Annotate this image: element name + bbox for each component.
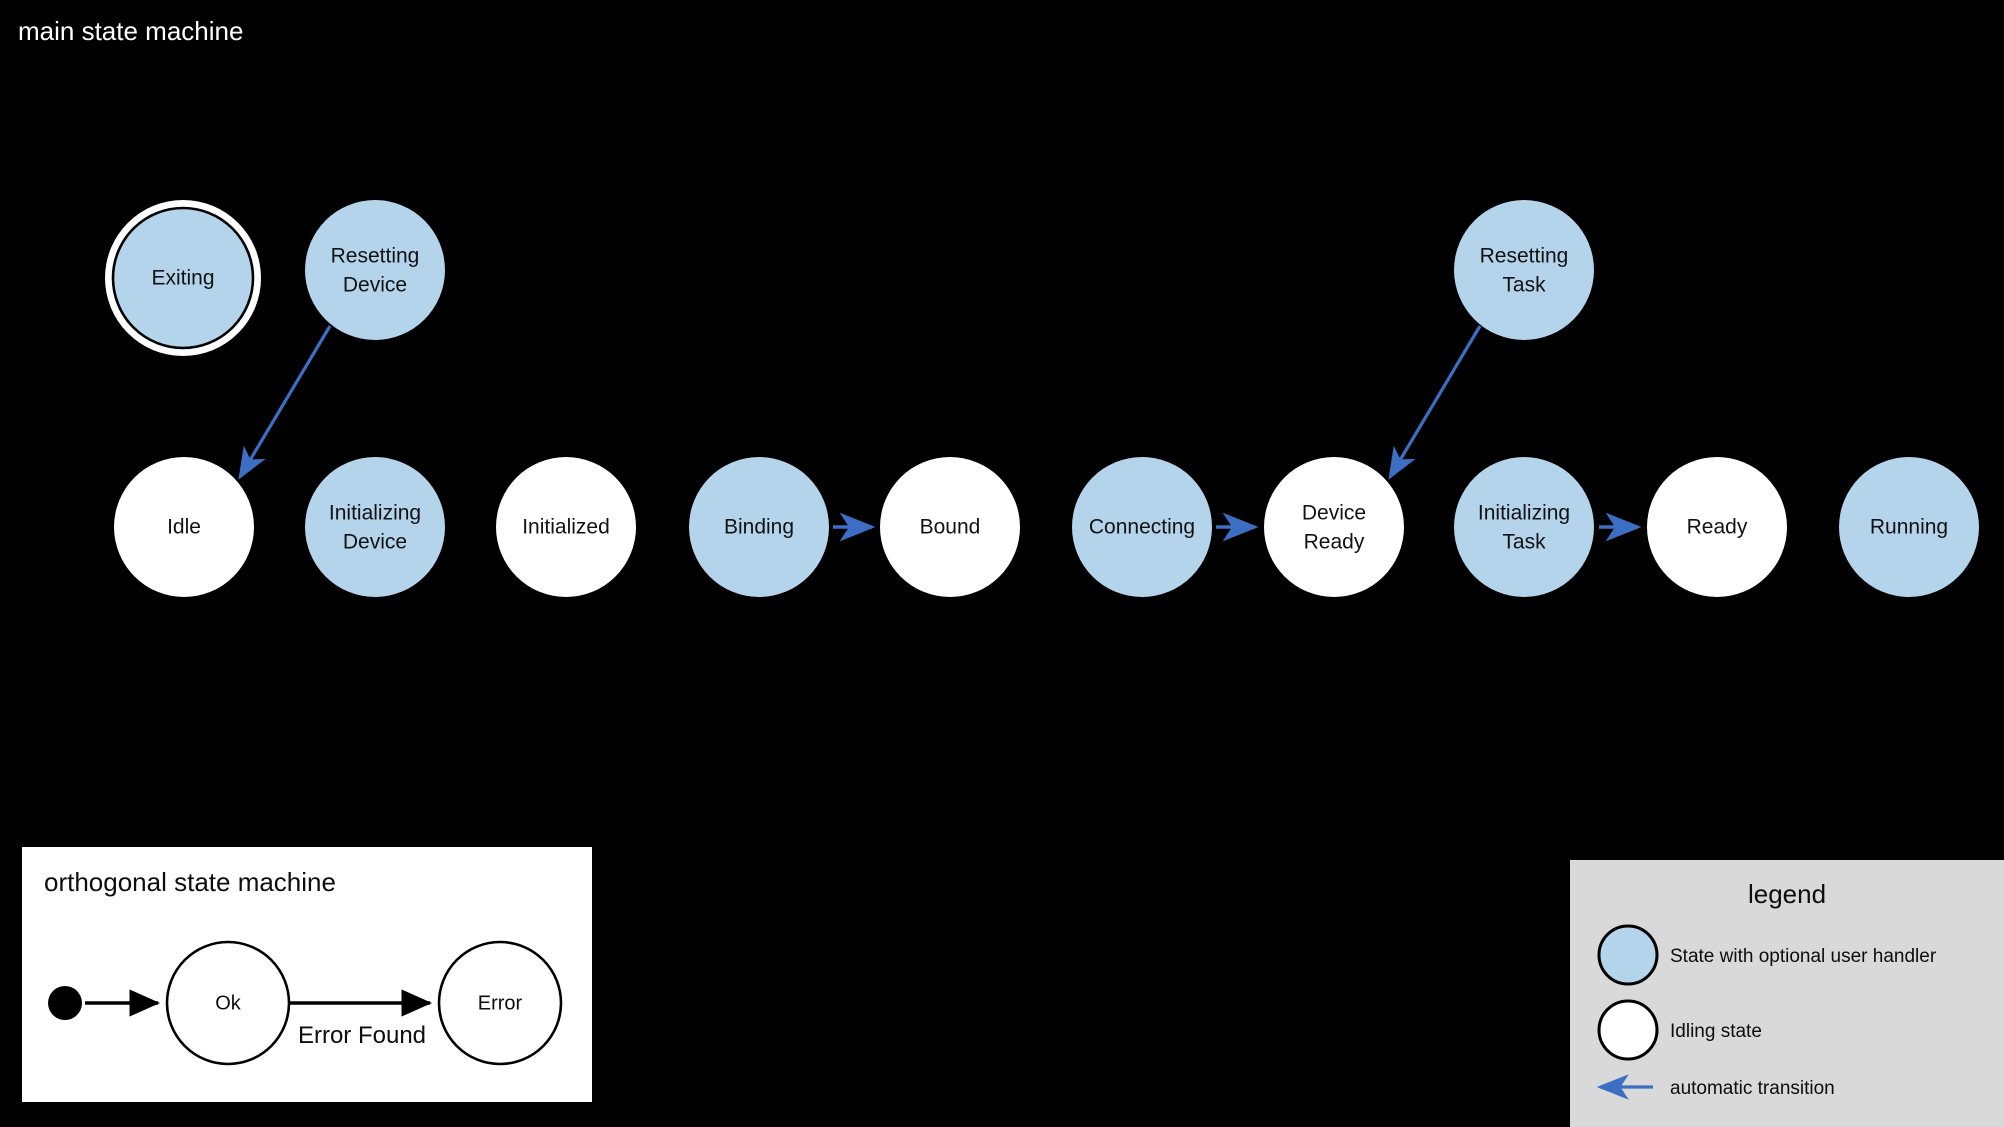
resetting-device-circle xyxy=(305,200,445,340)
initializing-task-circle xyxy=(1454,457,1594,597)
legend-title: legend xyxy=(1748,879,1826,909)
state-label-bound: Bound xyxy=(920,516,981,539)
state-label-binding: Binding xyxy=(724,516,794,539)
legend-label-idling-state: Idling state xyxy=(1670,1021,1762,1042)
exiting-inner-circle xyxy=(111,206,255,350)
legend-label-handler-state: State with optional user handler xyxy=(1670,946,1937,967)
ortho-edge-label-error-found: Error Found xyxy=(298,1022,426,1049)
error-circle xyxy=(437,940,563,1066)
legend-idling-state-circle-icon xyxy=(1597,999,1659,1061)
ready-circle xyxy=(1647,457,1787,597)
state-label-resetting-device-line1: Resetting xyxy=(331,245,420,268)
state-label-initializing-device-line2: Device xyxy=(343,531,407,554)
state-node-device-ready[interactable]: Device Ready xyxy=(1264,457,1404,597)
state-label-resetting-device-line2: Device xyxy=(343,274,407,297)
idle-circle xyxy=(114,457,254,597)
state-node-running[interactable]: Running xyxy=(1839,457,1979,597)
resetting-task-circle xyxy=(1454,200,1594,340)
initializing-device-circle xyxy=(305,457,445,597)
legend-item-idling-state: Idling state xyxy=(1597,999,1762,1061)
legend-handler-state-circle-icon xyxy=(1597,924,1659,986)
state-node-initialized[interactable]: Initialized xyxy=(496,457,636,597)
ok-circle xyxy=(165,940,291,1066)
state-label-initializing-task-line1: Initializing xyxy=(1478,502,1570,525)
state-label-device-ready-line2: Ready xyxy=(1304,531,1365,554)
initialized-circle xyxy=(496,457,636,597)
state-node-idle[interactable]: Idle xyxy=(114,457,254,597)
state-label-initializing-device-line1: Initializing xyxy=(329,502,421,525)
legend-panel: legend State with optional user handler … xyxy=(1570,860,2004,1127)
state-node-initializing-task[interactable]: Initializing Task xyxy=(1454,457,1594,597)
ortho-state-label-ok: Ok xyxy=(215,992,242,1014)
state-label-ready: Ready xyxy=(1687,516,1748,539)
state-node-ready[interactable]: Ready xyxy=(1647,457,1787,597)
state-node-exiting[interactable]: Exiting xyxy=(105,200,261,356)
edge-resetting-device-to-idle xyxy=(238,325,332,480)
state-label-exiting: Exiting xyxy=(151,267,214,290)
state-node-resetting-task[interactable]: Resetting Task xyxy=(1454,200,1594,340)
ortho-state-node-ok[interactable]: Ok xyxy=(165,940,291,1066)
state-node-bound[interactable]: Bound xyxy=(880,457,1020,597)
state-label-idle: Idle xyxy=(167,516,201,539)
legend-label-auto-transition: automatic transition xyxy=(1670,1078,1835,1099)
main-edges xyxy=(238,325,1642,542)
main-title: main state machine xyxy=(18,16,243,46)
state-label-initializing-task-line2: Task xyxy=(1502,531,1546,554)
state-label-running: Running xyxy=(1870,516,1948,539)
running-circle xyxy=(1839,457,1979,597)
bound-circle xyxy=(880,457,1020,597)
orthogonal-title: orthogonal state machine xyxy=(44,867,336,897)
ortho-state-node-error[interactable]: Error xyxy=(437,940,563,1066)
orthogonal-state-machine-panel: orthogonal state machine Error Found Ok … xyxy=(22,847,592,1102)
legend-item-auto-transition: automatic transition xyxy=(1596,1074,1835,1100)
state-node-binding[interactable]: Binding xyxy=(689,457,829,597)
state-node-connecting[interactable]: Connecting xyxy=(1072,457,1212,597)
legend-item-handler-state: State with optional user handler xyxy=(1597,924,1937,986)
state-node-initializing-device[interactable]: Initializing Device xyxy=(305,457,445,597)
state-label-connecting: Connecting xyxy=(1089,516,1195,539)
state-node-resetting-device[interactable]: Resetting Device xyxy=(305,200,445,340)
edge-resetting-task-to-device-ready xyxy=(1388,325,1482,480)
state-label-device-ready-line1: Device xyxy=(1302,502,1366,525)
initial-state-dot[interactable] xyxy=(48,986,82,1020)
ortho-state-label-error: Error xyxy=(478,992,523,1014)
device-ready-circle xyxy=(1264,457,1404,597)
binding-circle xyxy=(689,457,829,597)
legend-panel-background xyxy=(1570,860,2004,1127)
state-label-initialized: Initialized xyxy=(522,516,610,539)
state-label-resetting-task-line1: Resetting xyxy=(1480,245,1569,268)
state-label-resetting-task-line2: Task xyxy=(1502,274,1546,297)
connecting-circle xyxy=(1072,457,1212,597)
